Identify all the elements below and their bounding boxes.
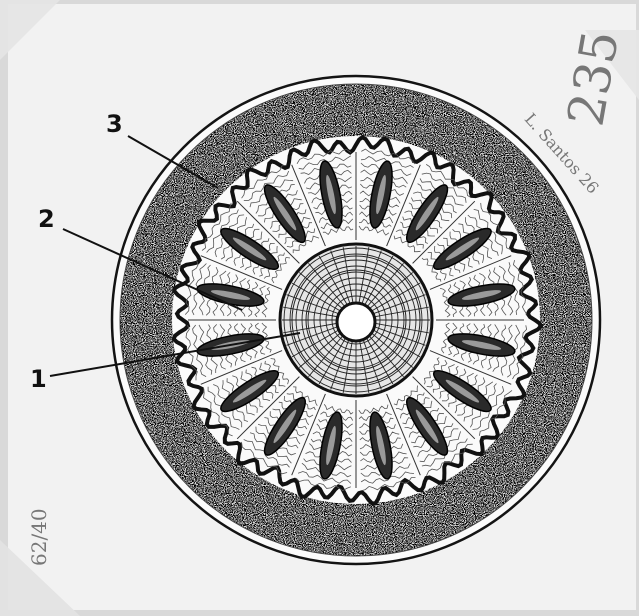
callout-label-1: 1 xyxy=(30,365,47,393)
callout-label-3: 3 xyxy=(106,110,123,138)
central-pore xyxy=(337,303,375,341)
callout-label-2: 2 xyxy=(38,205,55,233)
side-note: 62/40 xyxy=(27,508,51,566)
